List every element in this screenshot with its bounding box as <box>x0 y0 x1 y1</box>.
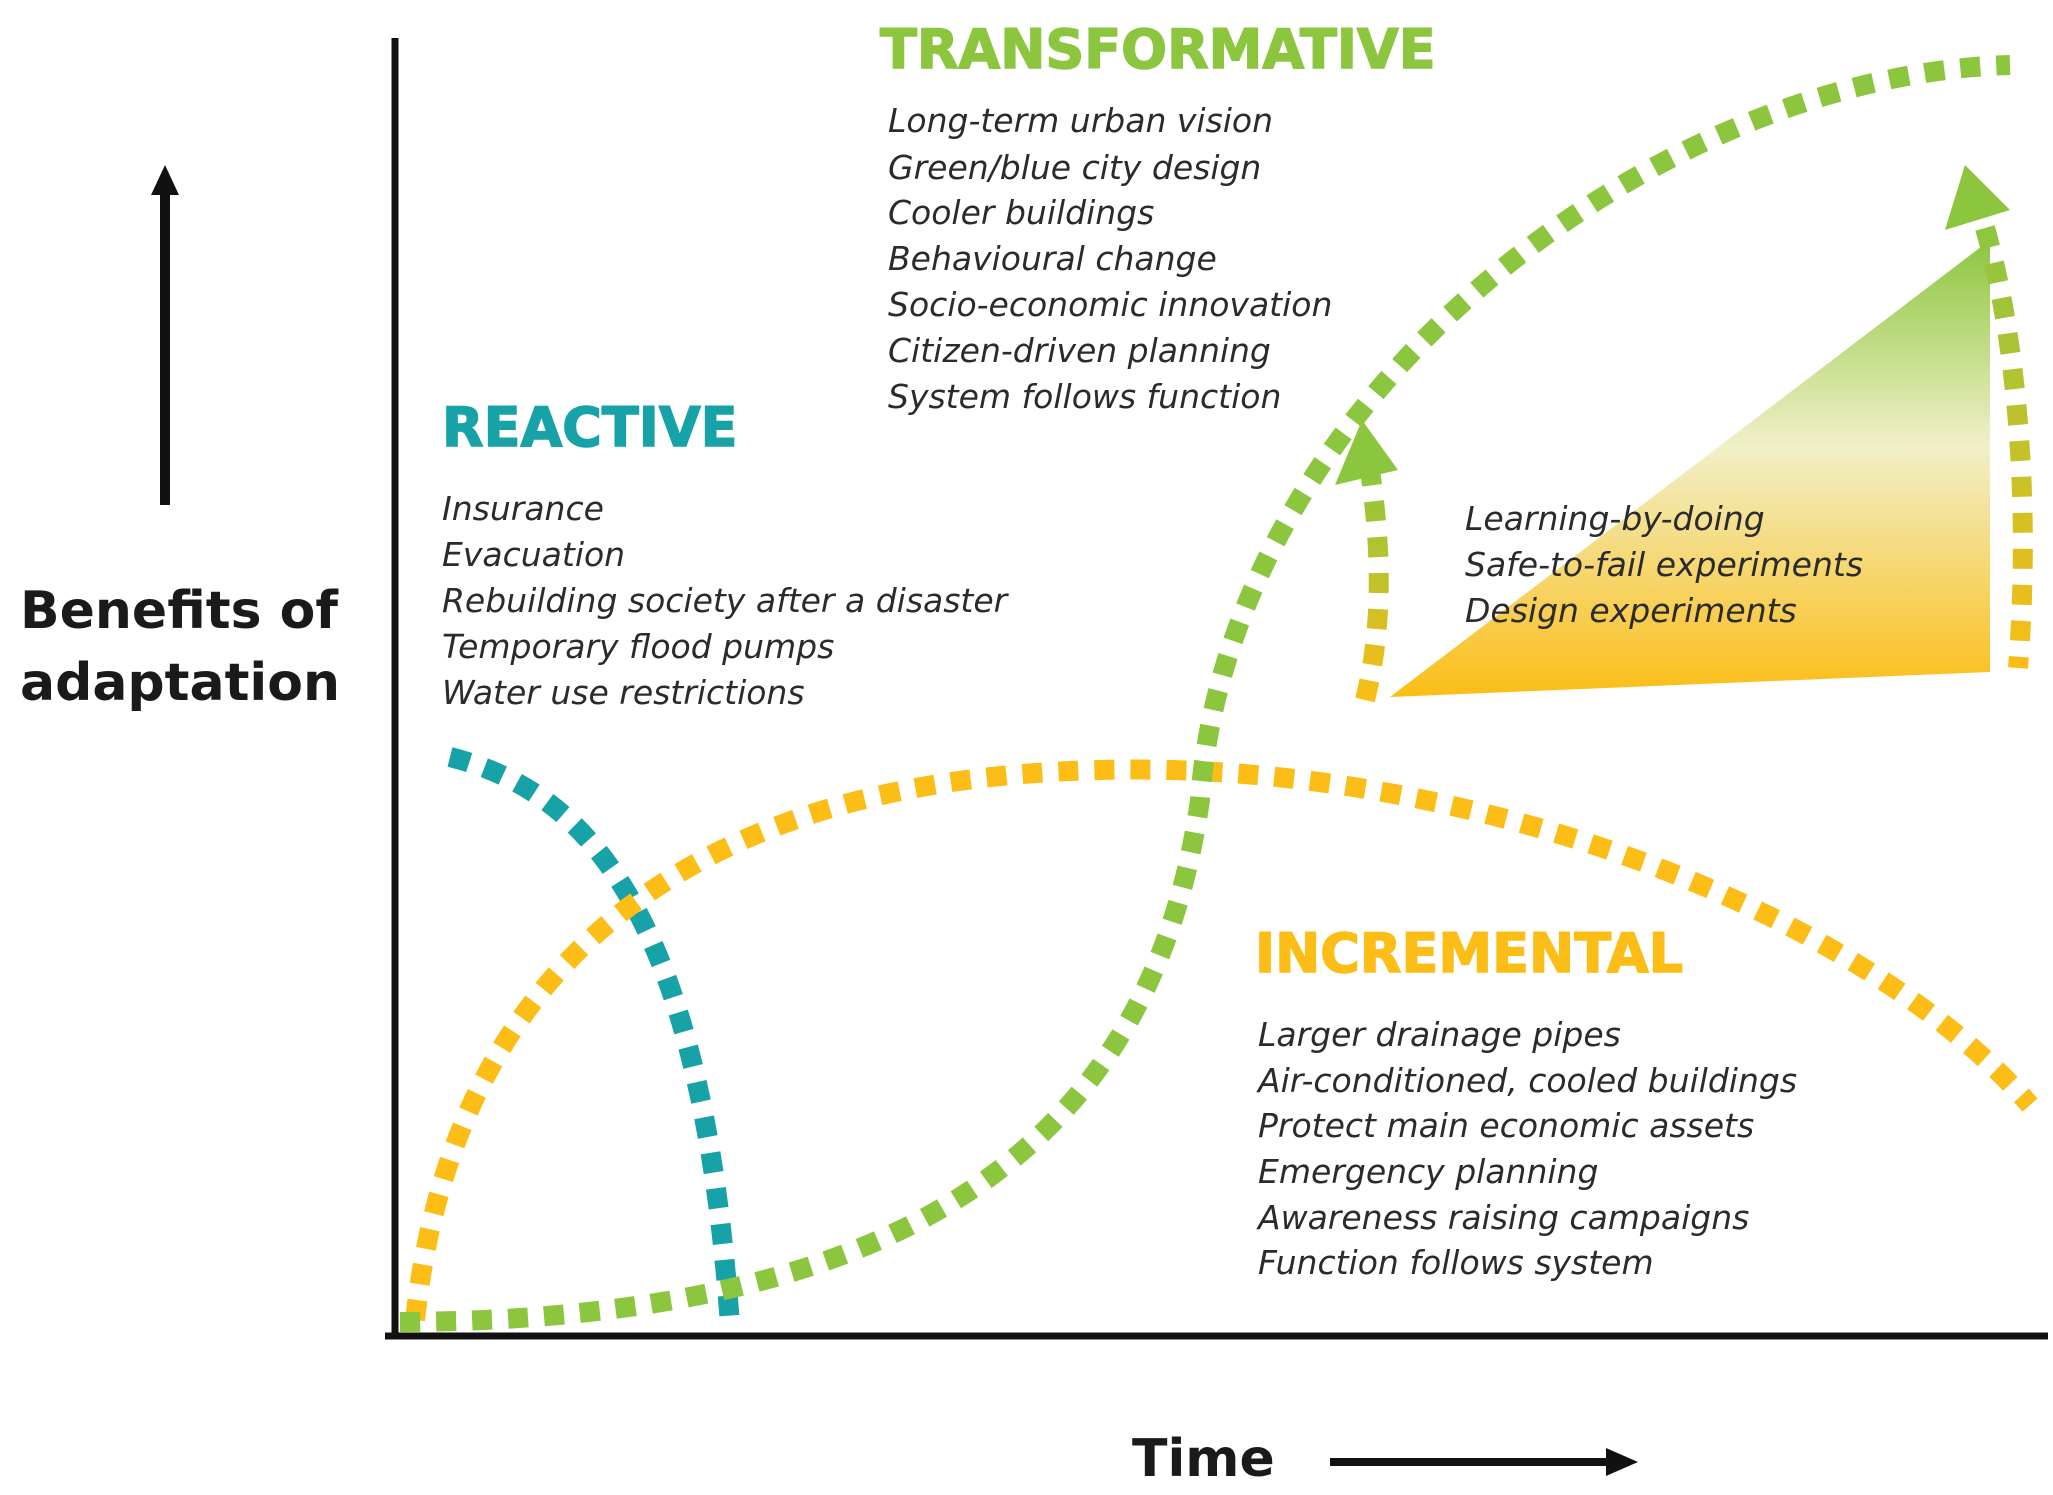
incremental-list: Larger drainage pipes Air-conditioned, c… <box>1256 1015 1797 1282</box>
reactive-curve <box>447 747 740 1326</box>
list-item: Emergency planning <box>1258 1152 1598 1191</box>
experiments-right-arc <box>1975 225 2033 669</box>
list-item: Learning-by-doing <box>1465 499 1765 538</box>
y-arrow-icon <box>151 165 179 505</box>
y-axis-label-line1: Benefits of <box>20 581 339 641</box>
x-arrow-icon <box>1330 1448 1638 1476</box>
list-item: Larger drainage pipes <box>1258 1015 1621 1054</box>
list-item: Socio-economic innovation <box>888 285 1332 324</box>
list-item: Evacuation <box>442 535 625 574</box>
incremental-curve <box>405 759 2038 1322</box>
list-item: Temporary flood pumps <box>442 627 834 666</box>
experiments-left-arc <box>1355 468 1389 703</box>
list-item: Rebuilding society after a disaster <box>442 581 1010 620</box>
list-item: Citizen-driven planning <box>888 331 1271 370</box>
list-item: Safe-to-fail experiments <box>1465 545 1863 584</box>
list-item: System follows function <box>888 377 1281 416</box>
list-item: Water use restrictions <box>442 673 805 712</box>
experiments-right-arrow-icon <box>1945 165 2010 230</box>
list-item: Green/blue city design <box>888 148 1261 187</box>
list-item: Function follows system <box>1258 1243 1654 1282</box>
experiments-left-arrow-icon <box>1335 420 1398 485</box>
incremental-title: INCREMENTAL <box>1255 922 1683 985</box>
experiments-wedge <box>1390 240 1990 697</box>
list-item: Behavioural change <box>888 239 1217 278</box>
experiments-list: Learning-by-doing Safe-to-fail experimen… <box>1465 499 1863 630</box>
list-item: Air-conditioned, cooled buildings <box>1256 1061 1797 1100</box>
list-item: Design experiments <box>1465 591 1797 630</box>
y-axis-label-line2: adaptation <box>20 653 340 713</box>
reactive-title: REACTIVE <box>442 396 738 459</box>
list-item: Awareness raising campaigns <box>1256 1198 1749 1237</box>
transformative-list: Long-term urban vision Green/blue city d… <box>888 101 1332 416</box>
list-item: Long-term urban vision <box>888 101 1273 140</box>
x-axis-label: Time <box>1132 1429 1275 1489</box>
reactive-list: Insurance Evacuation Rebuilding society … <box>442 489 1010 712</box>
list-item: Protect main economic assets <box>1258 1106 1754 1145</box>
list-item: Insurance <box>442 489 604 528</box>
list-item: Cooler buildings <box>888 193 1154 232</box>
transformative-title: TRANSFORMATIVE <box>880 18 1436 81</box>
transformative-curve <box>399 55 2011 1332</box>
